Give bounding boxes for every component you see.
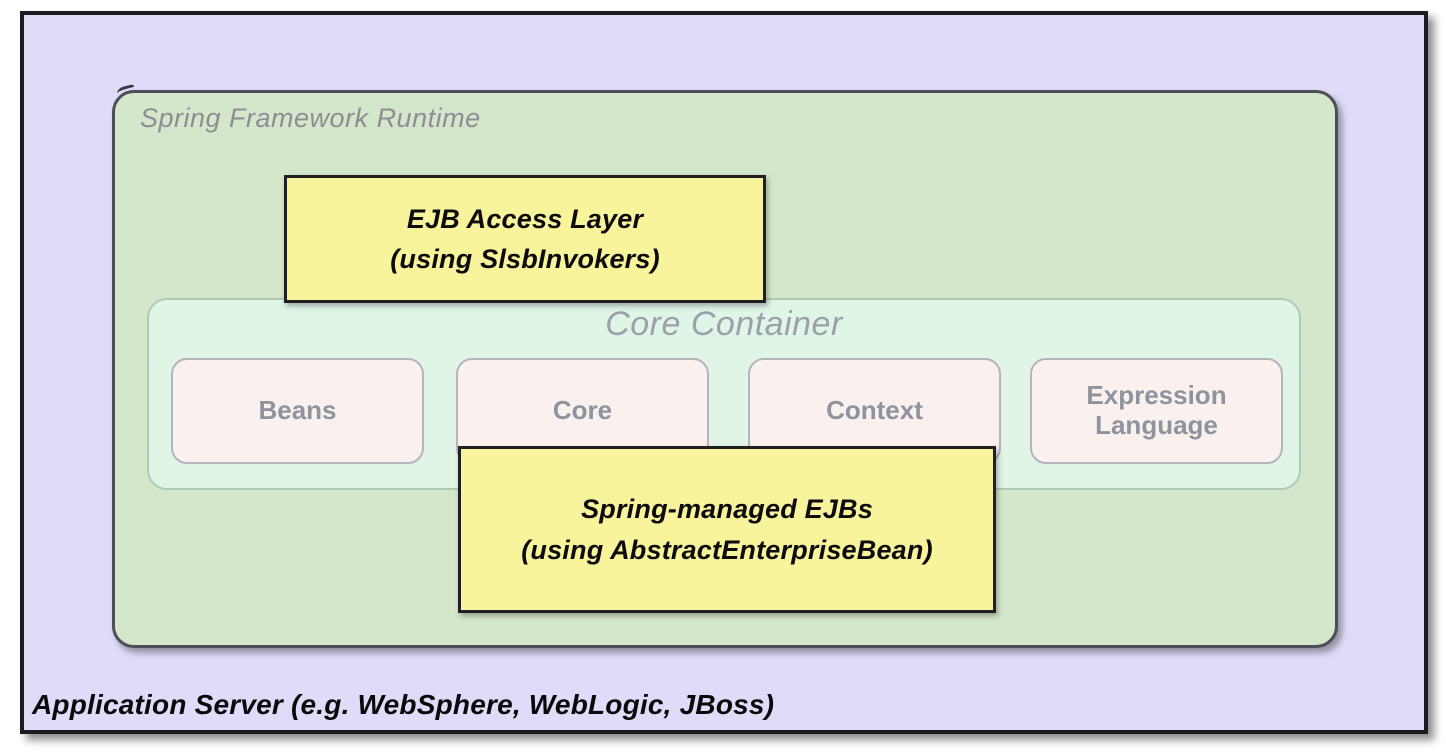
spring-managed-ejbs-title: Spring-managed EJBs	[581, 494, 873, 524]
spring-managed-ejbs-callout: Spring-managed EJBs (using AbstractEnter…	[458, 446, 996, 613]
module-core-label: Core	[552, 395, 613, 426]
ejb-access-layer-callout: EJB Access Layer (using SlsbInvokers)	[284, 175, 766, 303]
module-beans-label: Beans	[258, 395, 337, 426]
module-context-label: Context	[826, 395, 923, 426]
core-container-label: Core Container	[605, 305, 843, 343]
spring-framework-runtime-label: Spring Framework Runtime	[140, 103, 481, 133]
ejb-access-layer-title: EJB Access Layer	[406, 203, 644, 234]
module-expression-language: Expression Language	[1030, 358, 1283, 464]
module-expression-language-label: Expression Language	[1086, 380, 1227, 440]
spring-managed-ejbs-subtitle: (using AbstractEnterpriseBean)	[521, 534, 933, 565]
module-beans: Beans	[171, 358, 424, 464]
ejb-access-layer-subtitle: (using SlsbInvokers)	[390, 244, 660, 274]
application-server-label: Application Server (e.g. WebSphere, WebL…	[32, 689, 775, 720]
